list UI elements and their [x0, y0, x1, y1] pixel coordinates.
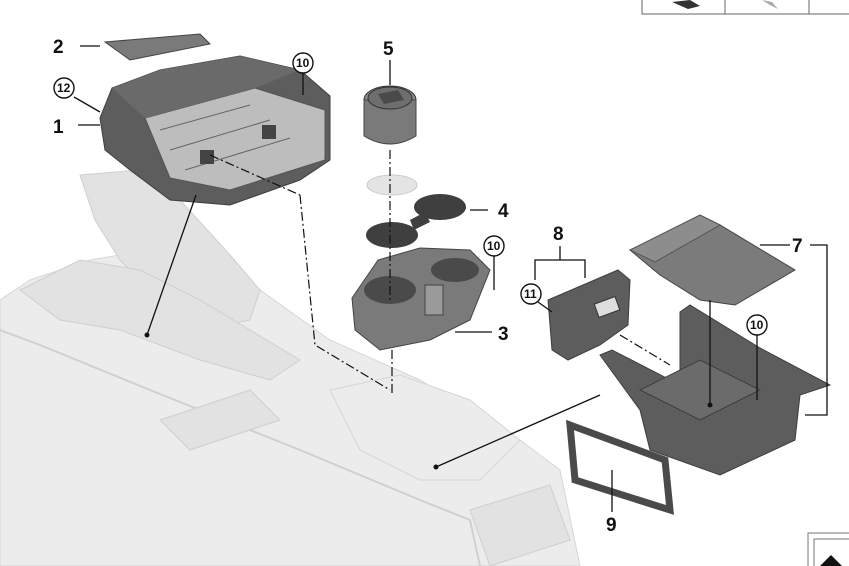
svg-text:12: 12 — [57, 81, 71, 95]
callout-1: 1 — [53, 117, 64, 138]
part-disc-light[interactable] — [366, 174, 418, 196]
svg-text:10: 10 — [750, 318, 764, 332]
svg-text:10: 10 — [487, 239, 501, 253]
part-8-trim-panel[interactable] — [547, 269, 631, 361]
dashed-assembly-lines — [209, 150, 671, 395]
callout-11: 11 — [520, 283, 542, 305]
leader-lines — [73, 45, 828, 512]
thumbnail-strip[interactable] — [641, 0, 849, 15]
part-9-frame[interactable] — [566, 419, 675, 515]
callout-10-top: 10 — [292, 52, 314, 74]
svg-text:11: 11 — [524, 287, 537, 301]
callout-4: 4 — [498, 201, 509, 222]
callout-3: 3 — [498, 324, 509, 345]
part-4-cup-mat[interactable] — [366, 194, 466, 248]
navigation-arrow-icon[interactable] — [807, 532, 849, 566]
callout-10-tray: 10 — [746, 314, 768, 336]
callout-2: 2 — [53, 37, 64, 58]
part-3-cup-holder[interactable] — [351, 247, 491, 351]
callout-8: 8 — [553, 224, 564, 245]
part-5-cup-insert[interactable] — [363, 85, 417, 145]
callout-10-cupholder: 10 — [483, 235, 505, 257]
callout-12: 12 — [53, 77, 75, 99]
callout-5: 5 — [383, 39, 394, 60]
part-2-cover-pad[interactable] — [103, 33, 212, 61]
svg-text:10: 10 — [296, 56, 310, 70]
callout-9: 9 — [606, 515, 617, 536]
console-body-ghost — [0, 169, 581, 566]
part-1-console-module[interactable] — [99, 55, 331, 206]
callout-7: 7 — [792, 236, 803, 257]
